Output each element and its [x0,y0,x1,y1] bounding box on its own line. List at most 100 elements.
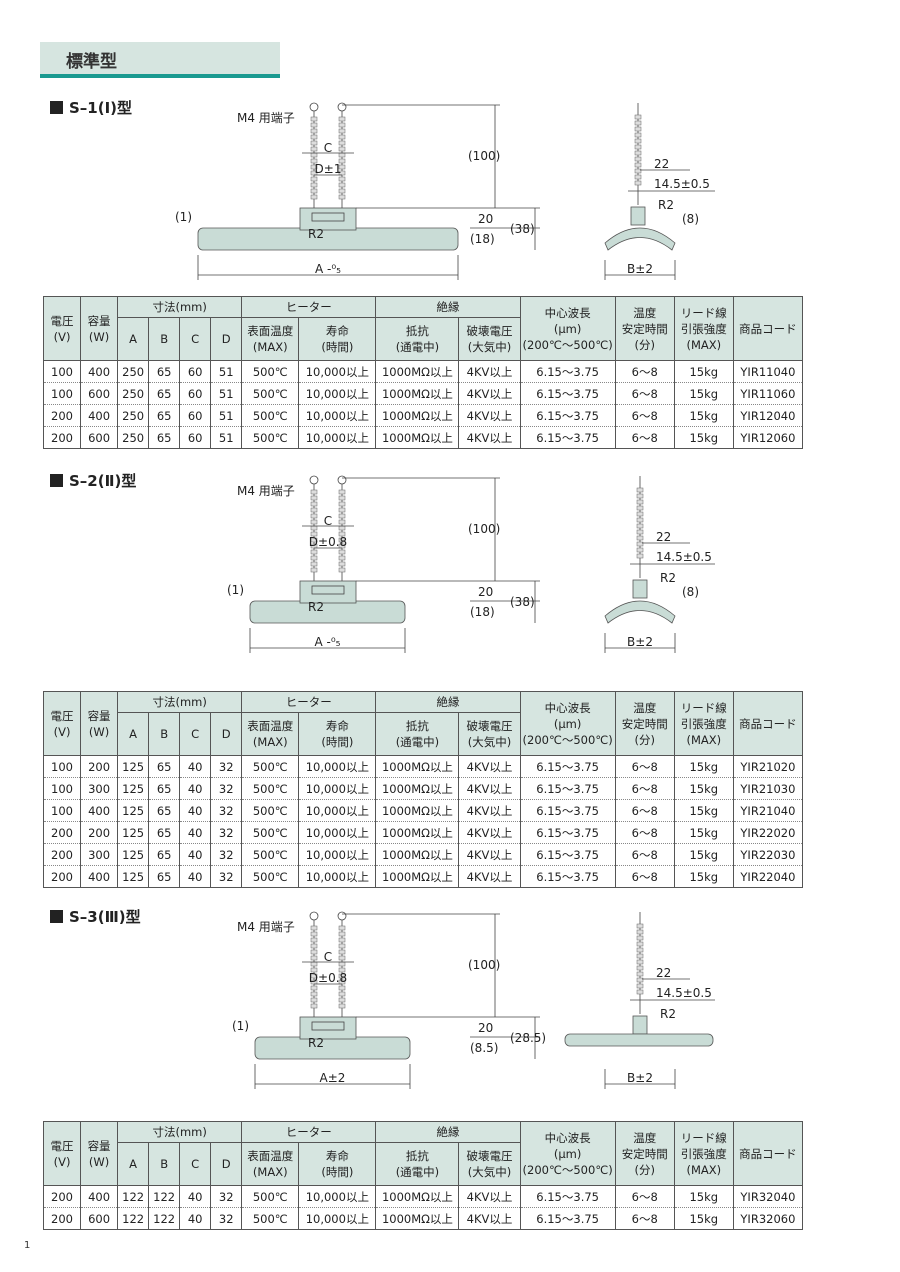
table-cell: 400 [80,360,119,383]
header-dim_a: A [117,712,150,756]
header-heater: ヒーター [241,691,377,713]
table-cell: 40 [179,777,212,800]
table-cell: 200 [42,865,82,888]
table-cell: 4KV以上 [458,426,521,449]
spec-table: 電圧 (V)容量 (W)寸法(mm)ヒーター絶縁中心波長 (μm) (200℃〜… [42,691,804,888]
table-cell: 4KV以上 [458,404,521,427]
table-cell: 4KV以上 [458,1185,521,1208]
table-cell: 6.15〜3.75 [519,426,616,449]
header-dim_d: D [210,1142,243,1186]
table-cell: 500℃ [241,755,300,778]
header-heater: ヒーター [241,296,377,318]
table-cell: 10,000以上 [298,865,377,888]
header-breakdown: 破壊電圧 (大気中) [458,1142,521,1186]
table-cell: 60 [179,426,212,449]
table-cell: 4KV以上 [458,821,521,844]
table-cell: 1000MΩ以上 [375,360,460,383]
table-cell: 125 [117,799,150,822]
heater-body [249,600,406,624]
side-22-label: 22 [656,530,671,544]
table-cell: 122 [148,1185,181,1208]
table-cell: 51 [210,404,243,427]
table-cell: 10,000以上 [298,360,377,383]
side-r2-label: R2 [660,1007,676,1021]
dim-d-label: D±1 [315,162,342,176]
table-cell: 6.15〜3.75 [519,865,616,888]
header-resistance: 抵抗 (通電中) [375,712,460,756]
table-cell: 10,000以上 [298,799,377,822]
table-cell: 1000MΩ以上 [375,1185,460,1208]
table-cell: 1000MΩ以上 [375,426,460,449]
table-cell: 6〜8 [614,755,675,778]
side-body-curved [604,227,676,251]
table-cell: 200 [42,843,82,866]
radius-label: R2 [308,227,324,241]
header-surface_temp: 表面温度 (MAX) [241,712,300,756]
table-cell: 60 [179,404,212,427]
header-heater: ヒーター [241,1121,377,1143]
dim-18-label: (18) [470,605,495,619]
table-cell: 125 [117,821,150,844]
section-title-text: S–1(Ⅰ)型 [69,99,133,117]
heater-body [197,227,459,251]
table-cell: 500℃ [241,799,300,822]
header-surface_temp: 表面温度 (MAX) [241,317,300,361]
table-cell: 6〜8 [614,1207,675,1230]
table-cell: 10,000以上 [298,843,377,866]
side-8-label: (8) [682,585,699,599]
table-cell: 1000MΩ以上 [375,843,460,866]
table-cell: 250 [117,382,150,405]
side-body-curved [604,600,676,624]
table-cell: 32 [210,865,243,888]
header-product_code: 商品コード [732,1121,804,1186]
header-dim_d: D [210,712,243,756]
terminal-ring-icon [337,475,347,485]
header-dimensions: 寸法(mm) [117,1121,243,1143]
table-cell: YIR32060 [732,1207,804,1230]
table-cell: 500℃ [241,1207,300,1230]
page-number: 1 [24,1240,31,1251]
header-life: 寿命 (時間) [298,317,377,361]
table-cell: 200 [42,426,82,449]
table-cell: 500℃ [241,360,300,383]
terminal-label: M4 用端子 [237,920,295,934]
dim-100-label: (100) [468,149,500,163]
table-cell: 100 [42,755,82,778]
terminal-ring-icon [309,475,319,485]
table-cell: 15kg [673,777,734,800]
dim-100-label: (100) [468,958,500,972]
table-cell: 65 [148,821,181,844]
table-cell: 1000MΩ以上 [375,1207,460,1230]
table-cell: 125 [117,843,150,866]
table-cell: 200 [42,821,82,844]
header-voltage: 電圧 (V) [42,296,82,361]
header-dimensions: 寸法(mm) [117,691,243,713]
table-cell: 60 [179,360,212,383]
header-voltage: 電圧 (V) [42,691,82,756]
table-cell: 6.15〜3.75 [519,360,616,383]
table-cell: 250 [117,404,150,427]
table-cell: 65 [148,426,181,449]
square-bullet-icon [50,101,63,114]
spec-table: 電圧 (V)容量 (W)寸法(mm)ヒーター絶縁中心波長 (μm) (200℃〜… [42,296,804,449]
table-cell: 400 [80,865,119,888]
table-cell: 6.15〜3.75 [519,843,616,866]
table-cell: 15kg [673,821,734,844]
table-cell: 500℃ [241,1185,300,1208]
header-stable_time: 温度 安定時間 (分) [614,691,675,756]
table-cell: 600 [80,382,119,405]
table-cell: 51 [210,360,243,383]
table-cell: 4KV以上 [458,777,521,800]
table-cell: 32 [210,821,243,844]
side-body [564,1033,714,1047]
dim-20-label: 20 [478,585,493,599]
table-cell: 122 [117,1207,150,1230]
table-cell: 6〜8 [614,821,675,844]
table-cell: YIR12040 [732,404,804,427]
table-cell: 250 [117,426,150,449]
